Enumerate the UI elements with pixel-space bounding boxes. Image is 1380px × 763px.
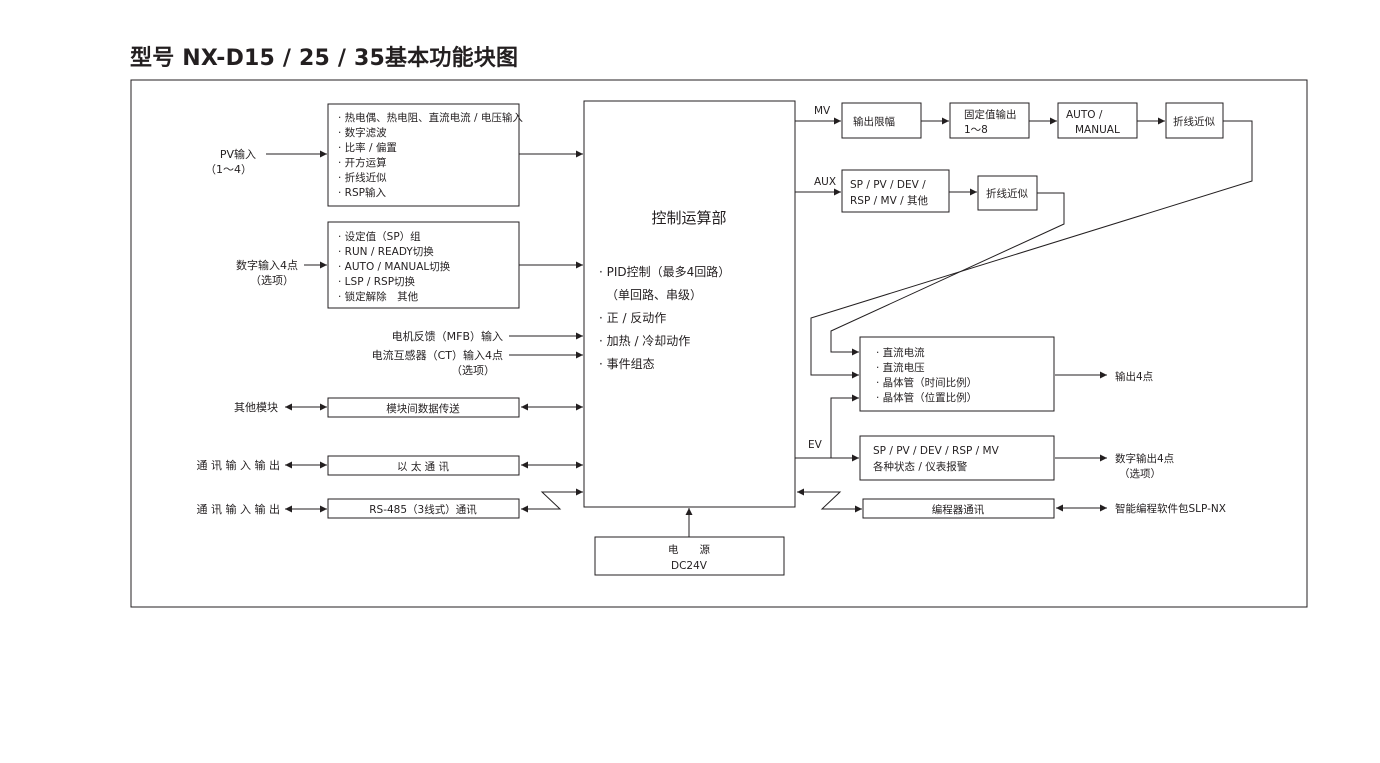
pv-box-item: · 比率 / 偏置 — [338, 141, 397, 154]
output-count-label: 输出4点 — [1115, 370, 1153, 383]
aux-select-line2: RSP / MV / 其他 — [850, 194, 928, 207]
output-limit-label: 输出限幅 — [853, 115, 895, 128]
pv-input-range: （1～4） — [205, 163, 252, 176]
aux-approx-box — [977, 175, 1038, 211]
di-box-item: · 锁定解除 其他 — [338, 290, 419, 303]
other-modules-label: 其他模块 — [234, 401, 278, 414]
ev-branch-line — [795, 394, 859, 459]
di-box-item: · RUN / READY切换 — [338, 245, 434, 258]
ev-label: EV — [808, 439, 823, 451]
module-comm-label: 模块间数据传送 — [386, 402, 460, 415]
di-box-item: · LSP / RSP切换 — [338, 275, 416, 288]
output-limit-box — [841, 102, 922, 139]
power-label: 电 源 — [668, 543, 710, 556]
comm-io-label-1: 通 讯 输 入 输 出 — [197, 458, 280, 472]
pv-box-item: · 数字滤波 — [338, 126, 387, 139]
rs485-label: RS-485（3线式）通讯 — [369, 503, 477, 516]
control-item: · PID控制（最多4回路） — [599, 264, 730, 279]
diagram-frame — [130, 79, 1308, 608]
ct-input-label: 电流互感器（CT）输入4点 — [372, 348, 503, 362]
loader-comm-arrow — [797, 488, 862, 513]
output-item: · 直流电压 — [876, 361, 925, 374]
control-item: · 加热 / 冷却动作 — [599, 334, 690, 348]
fixed-output-label: 固定值输出 — [964, 108, 1017, 121]
page-title: 型号 NX-D15 / 25 / 35基本功能块图 — [130, 46, 519, 71]
aux-label: AUX — [814, 176, 836, 188]
module-comm-box — [327, 397, 520, 418]
digital-input-box — [327, 221, 520, 309]
output-item: · 晶体管（位置比例） — [876, 391, 977, 404]
control-item: · 正 / 反动作 — [599, 311, 666, 325]
mv-approx-box — [1165, 102, 1224, 139]
pv-box-item: · 热电偶、热电阻、直流电流 / 电压输入 — [338, 111, 523, 124]
digital-input-option: （选项） — [250, 274, 294, 287]
mv-approx-label: 折线近似 — [1173, 115, 1215, 128]
slp-label: 智能编程软件包SLP-NX — [1115, 502, 1226, 515]
control-unit-title: 控制运算部 — [651, 209, 726, 227]
auto-manual-label-2: MANUAL — [1075, 124, 1120, 136]
analog-output-box — [859, 336, 1055, 412]
mfb-input-label: 电机反馈（MFB）输入 — [392, 329, 503, 343]
fixed-output-box — [949, 102, 1030, 139]
ev-box — [859, 435, 1055, 481]
aux-feedback-line — [830, 192, 1065, 356]
ct-input-option: （选项） — [451, 364, 495, 377]
mv-label: MV — [814, 105, 831, 117]
comm-io-label-2: 通 讯 输 入 输 出 — [197, 502, 280, 516]
pv-input-label: PV输入 — [220, 147, 256, 161]
loader-comm-label: 编程器通讯 — [932, 503, 985, 516]
output-item: · 直流电流 — [876, 346, 925, 359]
power-voltage: DC24V — [671, 560, 708, 572]
control-item: （单回路、串级） — [606, 287, 702, 302]
control-unit-box — [583, 100, 796, 508]
power-box — [594, 536, 785, 576]
aux-select-line1: SP / PV / DEV / — [850, 179, 926, 191]
rs485-arrow — [521, 488, 583, 513]
di-box-item: · 设定值（SP）组 — [338, 230, 421, 243]
ev-line1: SP / PV / DEV / RSP / MV — [873, 445, 1000, 457]
rs485-box — [327, 498, 520, 519]
ethernet-box — [327, 455, 520, 476]
ev-line2: 各种状态 / 仪表报警 — [873, 460, 968, 473]
pv-box-item: · 开方运算 — [338, 156, 387, 169]
aux-approx-label: 折线近似 — [986, 187, 1028, 200]
ethernet-label: 以 太 通 讯 — [397, 460, 450, 473]
fixed-output-range: 1～8 — [964, 124, 988, 136]
digital-output-option: （选项） — [1119, 467, 1161, 480]
auto-manual-box — [1057, 102, 1138, 139]
di-box-item: · AUTO / MANUAL切换 — [338, 260, 451, 273]
pv-input-box — [327, 103, 520, 207]
loader-comm-box — [862, 498, 1055, 519]
output-item: · 晶体管（时间比例） — [876, 376, 977, 389]
digital-input-label: 数字输入4点 — [236, 258, 298, 272]
mv-feedback-line — [810, 120, 1253, 379]
digital-output-label: 数字输出4点 — [1115, 452, 1174, 465]
pv-box-item: · RSP输入 — [338, 186, 386, 199]
auto-manual-label-1: AUTO / — [1066, 109, 1103, 121]
aux-select-box — [841, 169, 950, 213]
pv-box-item: · 折线近似 — [338, 171, 387, 184]
control-item: · 事件组态 — [599, 357, 655, 371]
